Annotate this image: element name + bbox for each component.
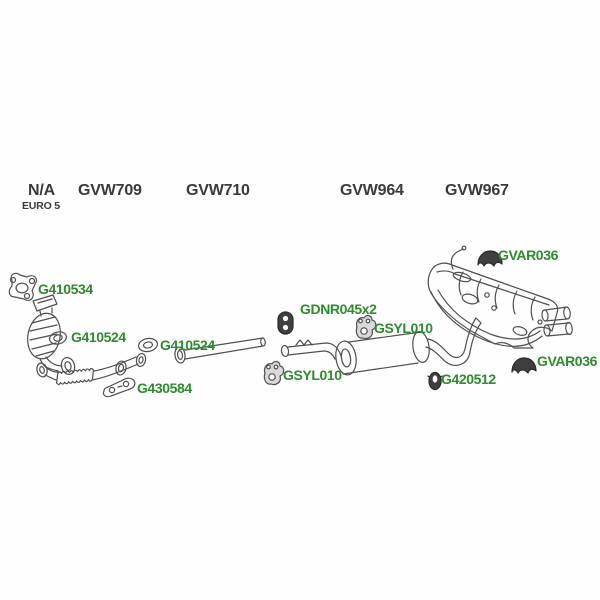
rubber-mount-icon [355,314,377,340]
rubber-hanger-icon [277,311,294,335]
rear-silencer-with-twin-tailpipes [427,245,573,349]
front-flex-pipe [36,352,147,386]
rubber-grommet-icon [427,371,443,391]
part-label-g410524-mid[interactable]: G410524 [160,337,215,353]
variant-heading-gvw710: GVW710 [186,182,250,199]
catalytic-converter [27,294,76,375]
mounting-bracket-icon [102,377,136,398]
hanger-bracket-icon [477,250,503,267]
part-label-gdnr045x2[interactable]: GDNR045x2 [300,301,377,317]
variant-heading-na: N/A [28,182,55,199]
part-label-gvar036-upper[interactable]: GVAR036 [498,247,558,263]
part-label-gvar036-lower[interactable]: GVAR036 [537,353,597,369]
connecting-pipe [174,337,266,364]
variant-heading-gvw967: GVW967 [445,182,509,199]
oval-gasket-icon [49,331,67,345]
ring-gasket-icon [137,337,159,353]
part-label-gsyl010-upper[interactable]: GSYL010 [374,320,433,336]
variant-subheading-euro5: EURO 5 [22,200,60,212]
variant-heading-gvw964: GVW964 [340,182,404,199]
part-label-g430584[interactable]: G430584 [137,380,192,396]
part-label-g420512[interactable]: G420512 [441,371,496,387]
part-label-g410534[interactable]: G410534 [38,281,93,297]
centre-silencer [280,317,482,376]
variant-heading-gvw709: GVW709 [78,182,142,199]
flange-gasket-icon [8,272,38,302]
rubber-mount-icon [263,360,285,386]
part-label-g410524-front[interactable]: G410524 [71,329,126,345]
part-label-gsyl010-lower[interactable]: GSYL010 [283,367,342,383]
hanger-bracket-icon [511,357,537,374]
